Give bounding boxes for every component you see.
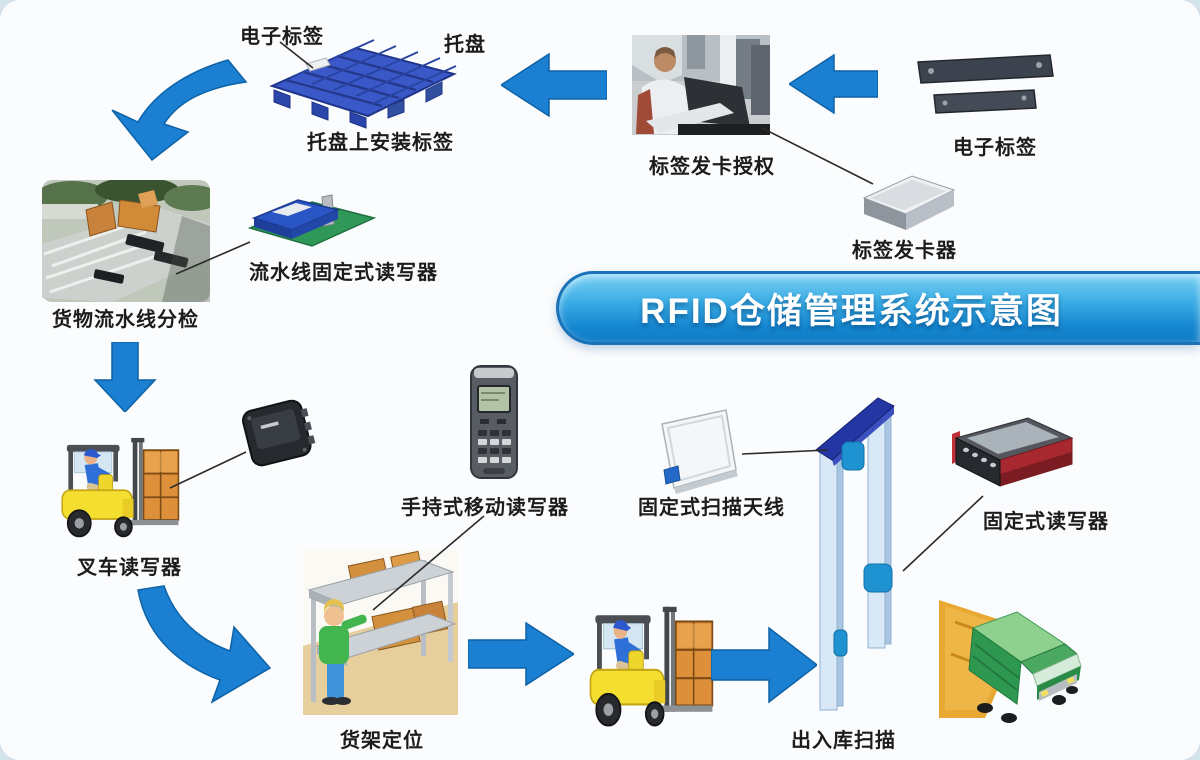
label-forklift-reader: 叉车读写器 — [77, 557, 182, 579]
forklift-graphic — [56, 424, 180, 546]
diagram-title: RFID仓储管理系统示意图 — [640, 291, 1063, 331]
curved-arrow-bottom-left — [137, 585, 272, 704]
label-tag-issuer: 标签发卡器 — [852, 240, 957, 262]
label-conveyor-sorting: 货物流水线分检 — [52, 309, 199, 331]
label-electronic-tag-right: 电子标签 — [953, 137, 1037, 159]
electronic-tag-bars-graphic — [917, 54, 1054, 114]
fixed-antenna-graphic — [661, 409, 738, 494]
tag-issuer-device-graphic — [862, 175, 956, 230]
label-handheld-reader: 手持式移动读写器 — [401, 497, 569, 519]
flow-arrow-right-2 — [711, 626, 817, 704]
curved-arrow-top-left — [111, 59, 248, 162]
label-in-out-scan: 出入库扫描 — [791, 730, 896, 752]
forklift-graphic-2 — [584, 590, 714, 737]
label-shelf-locating: 货架定位 — [340, 730, 424, 752]
fixed-reader-graphic — [952, 417, 1074, 487]
flow-arrow-left-2 — [789, 53, 878, 115]
label-electronic-tag-top: 电子标签 — [240, 26, 324, 48]
label-conveyor-reader: 流水线固定式读写器 — [249, 262, 438, 284]
label-issue-authorization: 标签发卡授权 — [649, 156, 775, 178]
flow-arrow-down — [93, 342, 157, 412]
label-fixed-reader: 固定式读写器 — [983, 511, 1109, 533]
flow-arrow-left-1 — [501, 52, 607, 118]
conveyor-reader-graphic — [247, 194, 377, 247]
flow-arrow-right-1 — [468, 621, 574, 687]
truck-graphic — [939, 600, 1082, 723]
conveyor-sorting-photo — [42, 180, 210, 302]
issue-authorization-photo — [632, 35, 770, 135]
handheld-reader-graphic — [470, 365, 518, 479]
shelf-locating-graphic — [303, 550, 458, 715]
pallet-graphic — [269, 39, 457, 129]
forklift-reader-device-graphic — [241, 399, 316, 467]
label-fixed-antenna: 固定式扫描天线 — [638, 497, 785, 519]
label-pallet-install: 托盘上安装标签 — [307, 132, 454, 154]
title-banner: RFID仓储管理系统示意图 — [556, 271, 1200, 345]
connector-fixedreader-to-gate — [902, 495, 984, 572]
gate-portal-graphic — [815, 397, 895, 711]
label-pallet: 托盘 — [444, 34, 486, 56]
